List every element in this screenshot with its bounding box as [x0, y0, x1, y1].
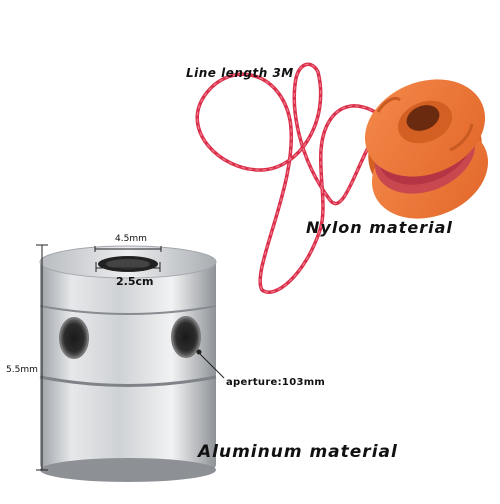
aluminum-material-label: Aluminum material: [198, 442, 398, 462]
dimension-lines: [36, 244, 225, 471]
line-length-label: Line length 3M: [186, 66, 294, 80]
nylon-material-label: Nylon material: [306, 218, 453, 237]
aperture-label: aperture:103mm: [226, 377, 326, 388]
height-label: 5.5mm: [6, 365, 38, 375]
spool: [364, 79, 489, 219]
nylon-line: [195, 62, 422, 294]
aluminum-head: [39, 245, 217, 482]
inner-width-label: 2.5cm: [116, 275, 154, 288]
outer-width-label: 4.5mm: [115, 234, 147, 244]
